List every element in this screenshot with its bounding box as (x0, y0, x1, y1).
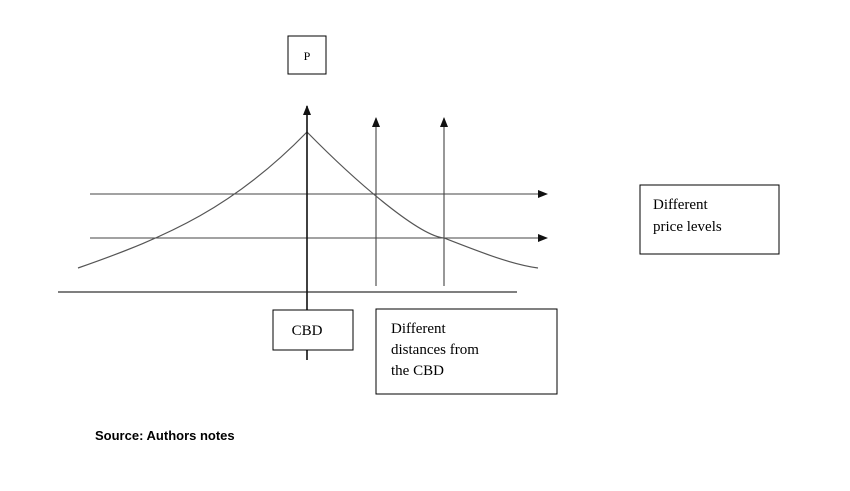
price-levels-label-line-1: Different (653, 197, 709, 213)
price-gradient-curve (77, 131, 539, 269)
distances-label-line-3: the CBD (391, 363, 444, 379)
cbd-label-box: CBD (272, 309, 354, 351)
price-levels-label-line-2: price levels (653, 219, 722, 235)
cbd-label: CBD (292, 323, 323, 339)
distances-label-line-1: Different (391, 321, 447, 337)
p-axis-label-box: P (287, 35, 327, 75)
distances-label-box: Different distances from the CBD (375, 308, 558, 395)
source-note: Source: Authors notes (95, 428, 235, 443)
p-axis-label: P (304, 49, 311, 63)
distances-label-line-2: distances from (391, 342, 479, 358)
price-levels-label-box: Different price levels (639, 184, 780, 255)
